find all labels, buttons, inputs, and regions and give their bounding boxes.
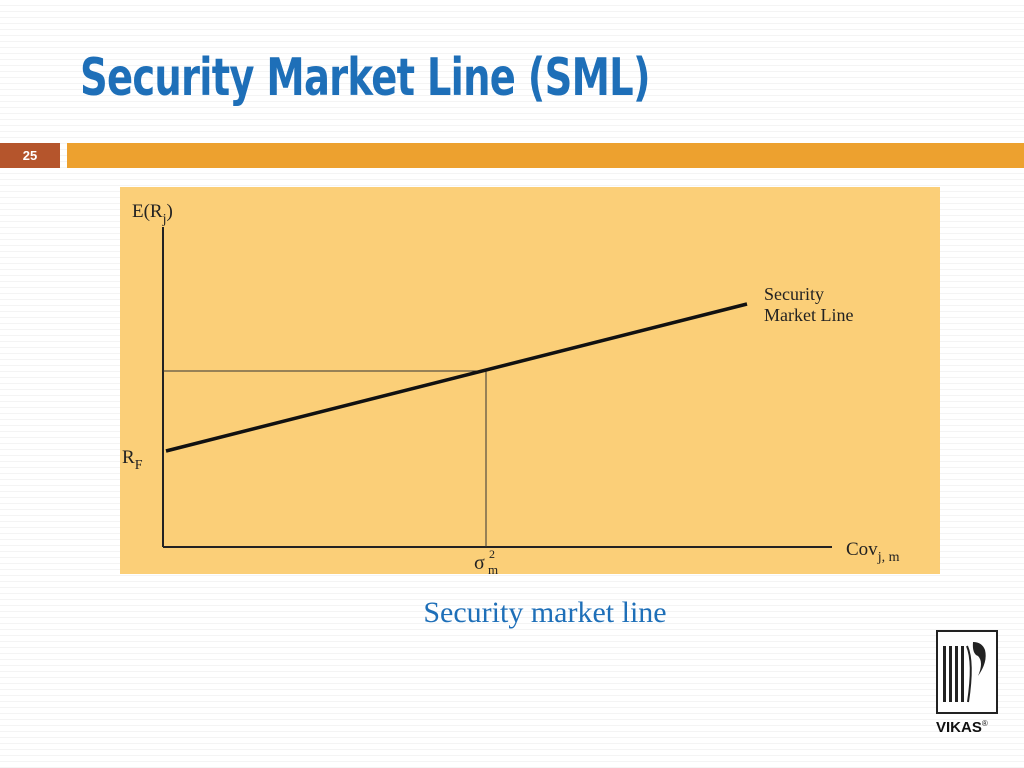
sml-label-line-1: Security bbox=[764, 284, 824, 304]
y-axis-label-sub: j bbox=[162, 212, 167, 227]
sml-label-line-2: Market Line bbox=[764, 305, 853, 325]
book-icon bbox=[943, 642, 986, 703]
risk-free-label: RF bbox=[122, 447, 143, 473]
vikas-logo-name: VIKAS bbox=[936, 719, 982, 736]
page-number: 25 bbox=[0, 143, 60, 168]
slide-title: Security Market Line (SML) bbox=[80, 48, 651, 108]
market-variance-sup: 2 bbox=[489, 547, 495, 561]
x-axis-label-main: Cov bbox=[846, 539, 878, 560]
risk-free-label-sub: F bbox=[135, 458, 143, 473]
registered-mark: ® bbox=[981, 719, 988, 728]
y-axis-label: E(Rj) bbox=[132, 201, 173, 227]
vikas-logo: VIKAS® bbox=[936, 630, 1002, 748]
sml-diagram: E(Rj) RF Covj, m σ 2 m Security Market L… bbox=[122, 201, 900, 574]
x-axis-label: Covj, m bbox=[846, 539, 900, 565]
accent-bar bbox=[67, 143, 1024, 168]
vikas-logo-text: VIKAS® bbox=[936, 719, 1002, 736]
risk-free-label-main: R bbox=[122, 447, 135, 468]
sml-figure: E(Rj) RF Covj, m σ 2 m Security Market L… bbox=[120, 187, 940, 574]
y-axis-label-main: E(R bbox=[132, 201, 163, 222]
figure-caption: Security market line bbox=[423, 596, 667, 629]
vikas-logo-mark bbox=[936, 630, 998, 714]
x-axis-label-sub: j, m bbox=[877, 550, 900, 565]
market-variance-label: σ bbox=[474, 552, 485, 574]
security-market-line bbox=[165, 302, 748, 453]
market-variance-sub: m bbox=[488, 562, 498, 574]
y-axis-label-close: ) bbox=[167, 201, 173, 222]
page-number-text: 25 bbox=[22, 148, 38, 163]
